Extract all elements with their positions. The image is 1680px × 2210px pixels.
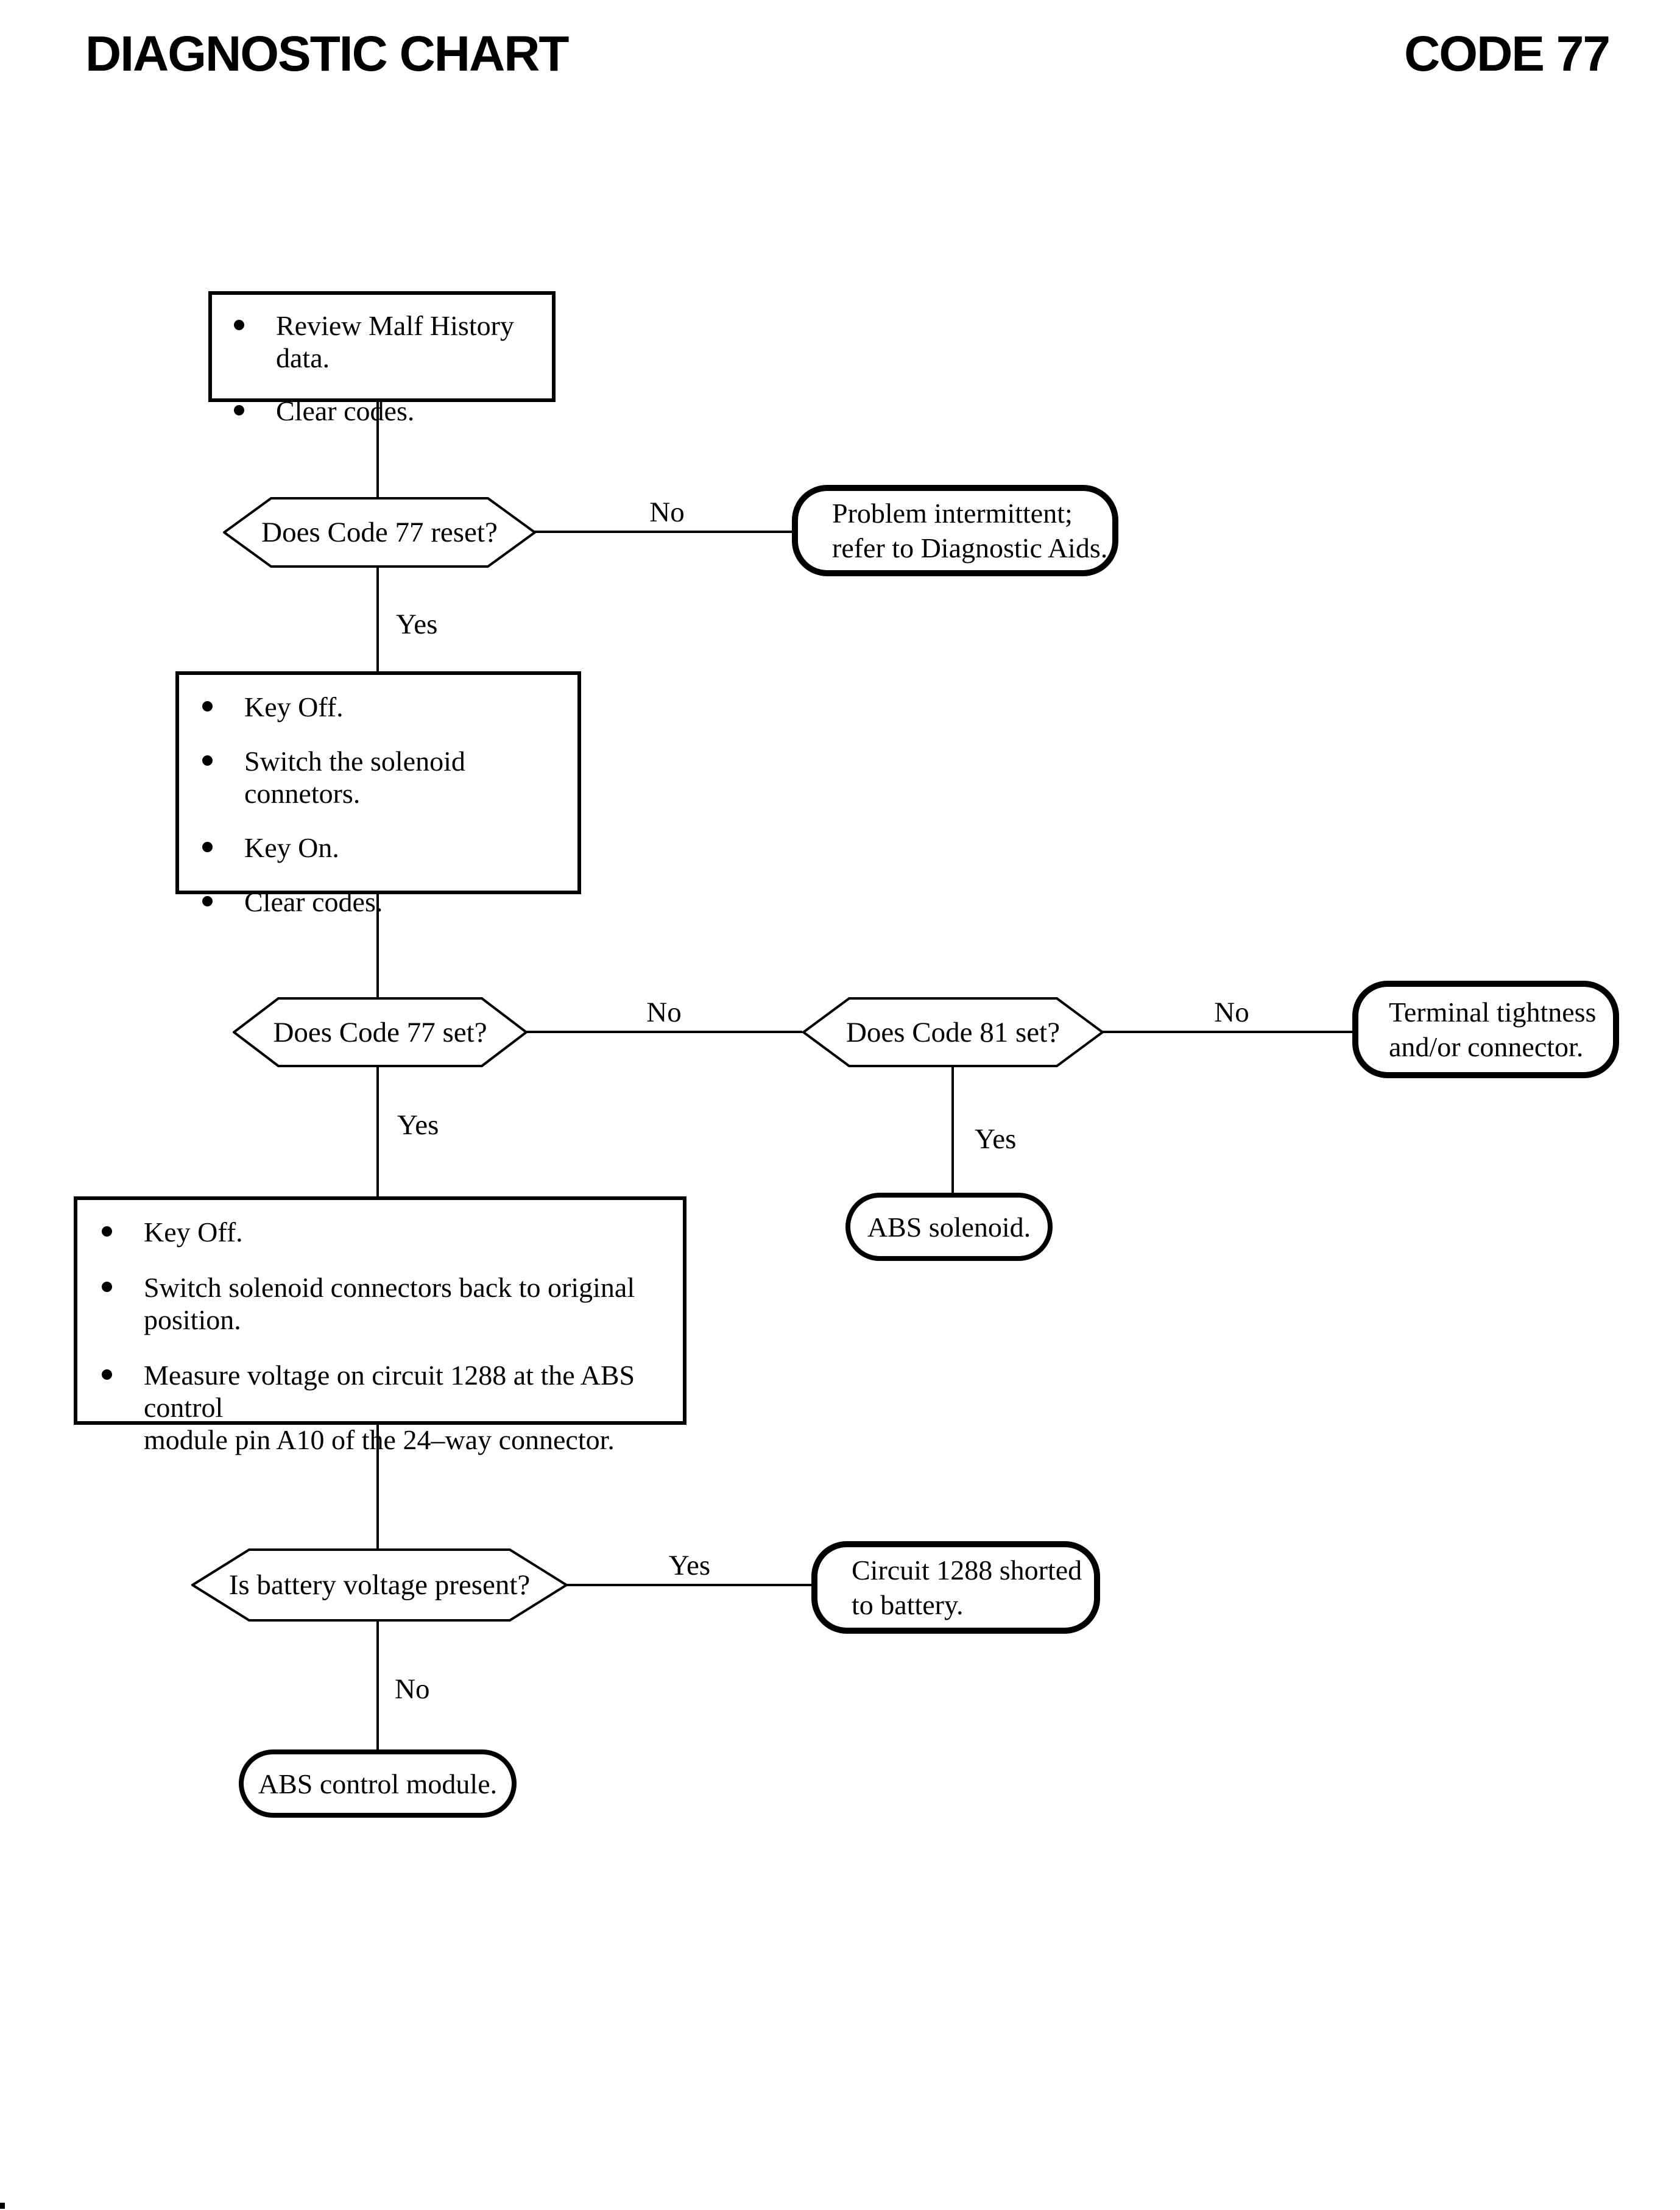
connector-line (565, 1584, 811, 1586)
bullet-icon (102, 1282, 112, 1292)
terminator-line: and/or connector. (1389, 1031, 1584, 1062)
terminator-line: Problem intermittent; (832, 498, 1073, 529)
edge-label-no: No (395, 1673, 430, 1705)
decision-battery-voltage: Is battery voltage present? (191, 1548, 568, 1622)
bullet-text: Switch the solenoid connetors. (244, 746, 465, 809)
bullet-text: Key On. (244, 832, 339, 863)
bullet-item: Key On. (202, 831, 569, 864)
connector-line (376, 568, 379, 671)
bullet-icon (102, 1369, 112, 1380)
terminator-line: Terminal tightness (1389, 997, 1597, 1028)
edge-label-no: No (646, 997, 682, 1028)
decision-question: Does Code 77 reset? (261, 517, 498, 548)
terminator-abs-solenoid: ABS solenoid. (845, 1193, 1053, 1261)
decision-code77-reset: Does Code 77 reset? (223, 497, 536, 568)
bullet-text: Clear codes. (244, 886, 383, 917)
edge-label-no: No (649, 496, 685, 528)
terminator-line: to battery. (852, 1589, 964, 1620)
bullet-item: Switch solenoid connectors back to origi… (102, 1271, 674, 1336)
terminator-line: Circuit 1288 shorted (852, 1555, 1082, 1586)
bullet-icon (202, 701, 213, 711)
decision-question: Does Code 81 set? (845, 1016, 1061, 1048)
decision-question: Does Code 77 set? (273, 1016, 487, 1048)
edge-label-yes: Yes (668, 1550, 711, 1581)
bullet-item: Key Off. (202, 691, 569, 723)
decision-code81-set: Does Code 81 set? (802, 997, 1104, 1067)
bullet-text: Clear codes. (276, 395, 415, 426)
terminator-circuit-1288: Circuit 1288 shorted to battery. (811, 1541, 1100, 1634)
scan-artifact-dot (0, 2203, 5, 2209)
edge-label-yes: Yes (396, 609, 438, 640)
terminator-problem-intermittent: Problem intermittent; refer to Diagnosti… (792, 485, 1118, 576)
edge-label-yes: Yes (975, 1123, 1017, 1155)
process-box-review-history: Review Malf History data. Clear codes. (208, 291, 556, 426)
bullet-icon (102, 1226, 112, 1237)
connector-line (534, 531, 794, 533)
terminator-line: ABS solenoid. (867, 1211, 1031, 1243)
terminator-line: refer to Diagnostic Aids. (832, 532, 1108, 563)
bullet-icon (202, 896, 213, 906)
connector-line (376, 402, 379, 498)
bullet-text: Review Malf History data. (276, 310, 514, 373)
process-box-switch-connectors: Key Off. Switch the solenoid connetors. … (175, 671, 581, 917)
bullet-item: Key Off. (102, 1216, 674, 1248)
bullet-text: module pin A10 of the 24–way connector. (144, 1424, 615, 1455)
bullet-item: Clear codes. (202, 886, 569, 918)
bullet-item: Measure voltage on circuit 1288 at the A… (102, 1359, 674, 1456)
terminator-line: ABS control module. (258, 1768, 498, 1799)
page-title: DIAGNOSTIC CHART (85, 26, 570, 82)
edge-label-yes: Yes (397, 1109, 439, 1141)
edge-label-no: No (1214, 997, 1249, 1028)
connector-line (951, 1067, 954, 1193)
terminator-abs-control-module: ABS control module. (239, 1749, 517, 1818)
bullet-text: Measure voltage on circuit 1288 at the A… (144, 1360, 635, 1423)
bullet-item: Clear codes. (234, 395, 543, 427)
bullet-icon (202, 842, 213, 852)
bullet-icon (202, 755, 213, 766)
bullet-item: Switch the solenoid connetors. (202, 745, 569, 810)
connector-line (376, 894, 379, 997)
bullet-text: Key Off. (244, 691, 344, 722)
bullet-text: position. (144, 1304, 241, 1335)
process-box-measure-voltage: Key Off. Switch solenoid connectors back… (74, 1196, 686, 1455)
bullet-item: Review Malf History data. (234, 309, 543, 374)
code-number-title: CODE 77 (1404, 26, 1611, 82)
connector-line (1101, 1031, 1352, 1033)
bullet-text: Key Off. (144, 1216, 243, 1248)
connector-line (376, 1067, 379, 1196)
bullet-text: Switch solenoid connectors back to origi… (144, 1272, 635, 1303)
connector-line (376, 1622, 379, 1750)
connector-line (376, 1425, 379, 1548)
decision-question: Is battery voltage present? (228, 1569, 531, 1601)
terminator-terminal-tightness: Terminal tightness and/or connector. (1352, 981, 1619, 1078)
connector-line (525, 1031, 802, 1033)
bullet-icon (234, 320, 244, 330)
bullet-icon (234, 405, 244, 415)
decision-code77-set: Does Code 77 set? (233, 997, 528, 1067)
